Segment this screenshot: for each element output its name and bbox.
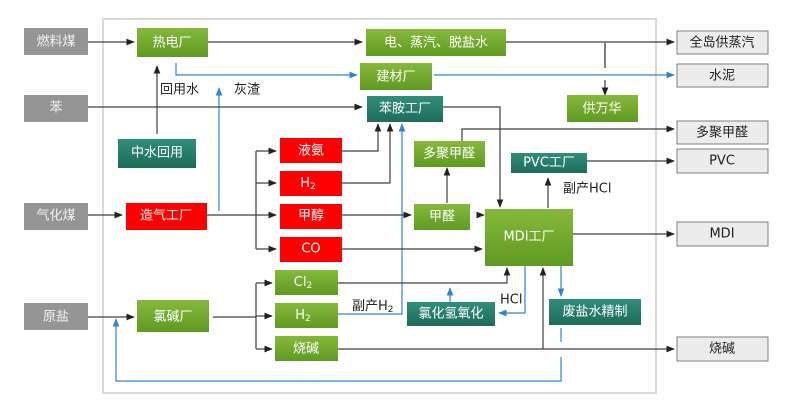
plant-mdi[interactable]: MDI工厂 — [485, 209, 573, 266]
svg-text:H2: H2 — [300, 176, 316, 193]
svg-text:甲醇: 甲醇 — [298, 208, 324, 224]
svg-text:原盐: 原盐 — [43, 310, 69, 325]
svg-text:多聚甲醛: 多聚甲醛 — [696, 125, 748, 141]
input-benzene[interactable]: 苯 — [24, 95, 88, 122]
svg-text:氯碱厂: 氯碱厂 — [153, 310, 192, 325]
svg-text:氯化氢氧化: 氯化氢氧化 — [418, 307, 483, 322]
svg-text:MDI: MDI — [709, 227, 734, 242]
svg-text:PVC工厂: PVC工厂 — [523, 156, 575, 171]
plant-brine-refining[interactable]: 废盐水精制 — [549, 299, 641, 325]
svg-text:液氨: 液氨 — [298, 144, 324, 159]
input-raw-salt[interactable]: 原盐 — [24, 303, 88, 330]
label-hcl: HCl — [500, 293, 522, 308]
label-byproduct-hcl: 副产HCl — [563, 182, 611, 197]
plant-reclaimed-water[interactable]: 中水回用 — [118, 139, 196, 168]
edge-poly-output — [461, 125, 675, 142]
plant-chlor-alkali[interactable]: 氯碱厂 — [137, 300, 209, 332]
plant-polyformaldehyde[interactable]: 多聚甲醛 — [414, 141, 485, 167]
svg-text:全岛供蒸汽: 全岛供蒸汽 — [689, 35, 754, 51]
svg-text:CO: CO — [301, 242, 320, 257]
edge-ash-building — [175, 63, 358, 79]
plant-supply-wanhua[interactable]: 供万华 — [567, 95, 638, 122]
output-mdi[interactable]: MDI — [676, 221, 769, 247]
plant-building-materials[interactable]: 建材厂 — [360, 63, 432, 90]
svg-text:废盐水精制: 废盐水精制 — [562, 304, 627, 320]
output-caustic-soda[interactable]: 烧碱 — [676, 336, 769, 362]
flow-lines — [88, 38, 675, 382]
svg-text:水泥: 水泥 — [709, 69, 735, 84]
edge-cl2-mdi — [338, 267, 511, 284]
plant-cl2[interactable]: Cl2 — [275, 270, 338, 295]
output-boxes: 全岛供蒸汽 水泥 多聚甲醛 PVC MDI 烧碱 — [676, 30, 769, 362]
plant-aniline[interactable]: 苯胺工厂 — [367, 96, 443, 122]
plant-boxes: 热电厂 电、蒸汽、脱盐水 建材厂 供万华 苯胺工厂 中水回用 造气工厂 液氨 — [118, 28, 641, 361]
output-pvc[interactable]: PVC — [676, 148, 769, 174]
plant-liquid-ammonia[interactable]: 液氨 — [280, 138, 342, 163]
input-boxes: 燃料煤 苯 气化煤 原盐 — [24, 28, 88, 330]
svg-text:燃料煤: 燃料煤 — [36, 34, 75, 50]
svg-text:电、蒸汽、脱盐水: 电、蒸汽、脱盐水 — [384, 36, 488, 51]
label-byproduct-h2: 副产H2 — [352, 299, 394, 316]
plant-h2-gas[interactable]: H2 — [280, 171, 342, 196]
plant-thermal-power[interactable]: 热电厂 — [137, 28, 208, 57]
svg-text:热电厂: 热电厂 — [152, 36, 191, 51]
svg-text:PVC: PVC — [709, 154, 735, 169]
svg-text:烧碱: 烧碱 — [709, 342, 735, 357]
plant-co[interactable]: CO — [280, 237, 342, 262]
svg-text:Cl2: Cl2 — [294, 275, 312, 292]
svg-text:甲醛: 甲醛 — [429, 209, 455, 225]
output-polyformaldehyde[interactable]: 多聚甲醛 — [676, 120, 769, 145]
svg-text:烧碱: 烧碱 — [293, 342, 319, 357]
label-ash-slag: 灰渣 — [234, 83, 260, 98]
svg-text:多聚甲醛: 多聚甲醛 — [423, 146, 475, 162]
edge-h2-aniline — [342, 123, 394, 184]
park-boundary-frame — [102, 18, 657, 394]
edge-brine-return — [112, 318, 562, 382]
plant-caustic[interactable]: 烧碱 — [275, 336, 338, 361]
label-recycled-water: 回用水 — [160, 83, 199, 98]
svg-text:造气工厂: 造气工厂 — [140, 208, 192, 224]
edge-ammonia-aniline — [342, 123, 382, 152]
svg-text:供万华: 供万华 — [582, 102, 621, 117]
svg-text:苯: 苯 — [49, 101, 62, 116]
output-island-steam[interactable]: 全岛供蒸汽 — [676, 30, 769, 55]
edge-byproduct-h2-aniline — [338, 123, 406, 315]
plant-h2-salt[interactable]: H2 — [275, 303, 338, 328]
svg-text:建材厂: 建材厂 — [376, 70, 415, 85]
edge-mdi-hcl-oxidation — [498, 266, 526, 317]
svg-text:中水回用: 中水回用 — [131, 146, 183, 161]
edge-aniline-mdi — [443, 106, 504, 208]
input-gasification-coal[interactable]: 气化煤 — [24, 203, 88, 230]
plant-pvc[interactable]: PVC工厂 — [511, 153, 587, 173]
plant-power-steam-water[interactable]: 电、蒸汽、脱盐水 — [366, 29, 506, 56]
input-fuel-coal[interactable]: 燃料煤 — [24, 28, 88, 55]
plant-gas[interactable]: 造气工厂 — [126, 203, 207, 230]
plant-hcl-oxidation[interactable]: 氯化氢氧化 — [407, 302, 495, 326]
edge-labels: 回用水 灰渣 副产HCl 副产H2 HCl — [160, 83, 611, 316]
svg-text:苯胺工厂: 苯胺工厂 — [379, 102, 431, 117]
plant-methanol[interactable]: 甲醇 — [280, 204, 342, 229]
svg-text:气化煤: 气化煤 — [36, 208, 75, 224]
output-cement[interactable]: 水泥 — [676, 63, 769, 88]
plant-formaldehyde[interactable]: 甲醛 — [414, 204, 470, 230]
svg-text:H2: H2 — [295, 308, 311, 325]
svg-text:MDI工厂: MDI工厂 — [503, 230, 554, 245]
